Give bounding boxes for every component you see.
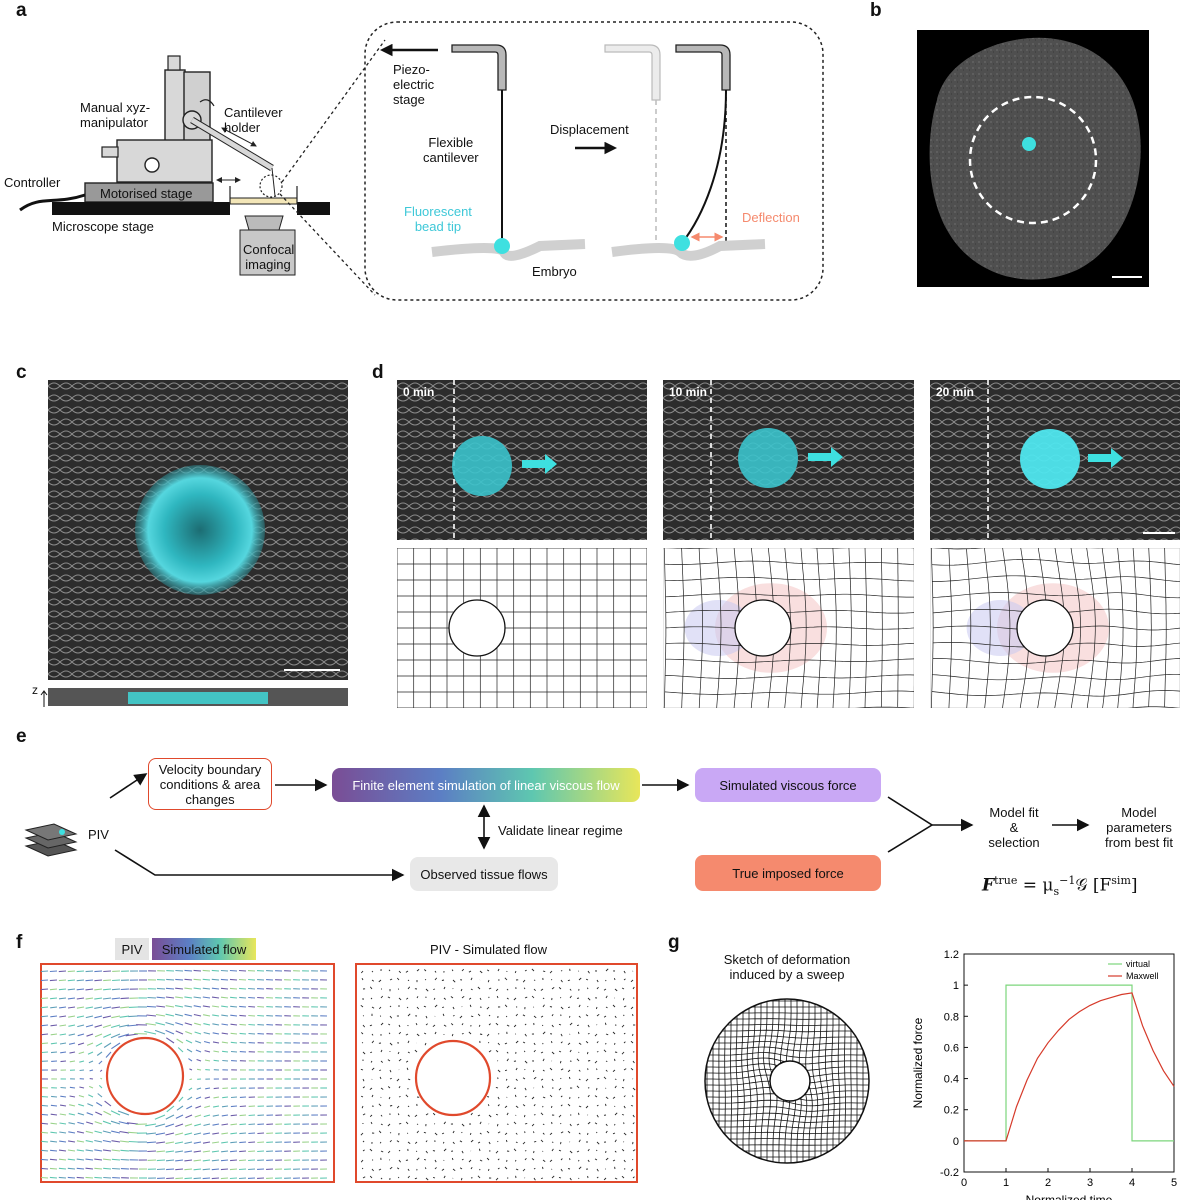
panel-d-grid-0 (397, 548, 647, 708)
observed-flows-box: Observed tissue flows (410, 857, 558, 891)
panel-d-grid-20 (930, 548, 1180, 708)
y-tick-label: 0.6 (944, 1042, 959, 1054)
legend-piv: PIV (115, 938, 149, 960)
simulated-force-box: Simulated viscous force (695, 768, 881, 802)
microscope-stage-label: Microscope stage (52, 219, 154, 234)
motorised-stage-label: Motorised stage (100, 186, 193, 201)
eq-sup-true: true (994, 874, 1018, 887)
velocity-boundary-box: Velocity boundary conditions & area chan… (148, 758, 272, 810)
eq-sup-sim: sim (1111, 874, 1131, 887)
panel-d-frame-20: 20 min (930, 380, 1180, 540)
series-line-maxwell (964, 992, 1175, 1142)
time-label-20: 20 min (936, 385, 975, 399)
panel-label-a: a (16, 0, 27, 21)
x-tick-label: 5 (1171, 1177, 1177, 1189)
piv-label: PIV (88, 827, 109, 842)
chart-frame (963, 953, 1175, 1173)
y-tick-label: -0.2 (940, 1167, 959, 1179)
sketch-title: Sketch of deformation induced by a sweep (723, 952, 851, 982)
panel-f-right-title: PIV - Simulated flow (430, 942, 548, 957)
panel-label-g: g (668, 932, 680, 953)
time-label-0: 0 min (403, 385, 435, 399)
true-force-box: True imposed force (695, 855, 881, 891)
validate-linear-label: Validate linear regime (498, 823, 623, 838)
y-tick-label: 0.2 (944, 1105, 959, 1117)
equation: Ftrue = μs−1𝒢 [Fsim] (982, 874, 1138, 898)
panel-e-arrows (24, 773, 1090, 882)
time-label-10: 10 min (669, 385, 708, 399)
y-tick-label: 1.2 (944, 949, 959, 961)
eq-f-true: F (982, 875, 995, 896)
deformation-sketch (704, 998, 870, 1164)
panel-c-micrograph (48, 380, 348, 680)
eq-g: 𝒢 [F (1075, 875, 1112, 896)
controller-label: Controller (4, 175, 61, 190)
panel-d-frame-10: 10 min (663, 380, 914, 540)
model-fit-label: Model fit & selection (988, 804, 1040, 850)
y-tick-label: 0.4 (944, 1074, 959, 1086)
y-tick-label: 0 (953, 1136, 959, 1148)
legend-simulated-flow: Simulated flow (152, 938, 256, 960)
panel-label-c: c (16, 362, 27, 383)
y-axis-label: Normalized force (911, 1017, 925, 1108)
panel-label-b: b (870, 0, 882, 21)
fluorescent-label: Fluorescent bead tip (404, 204, 472, 234)
panel-label-d: d (372, 362, 384, 383)
flexible-label: Flexible cantilever (423, 135, 479, 165)
x-tick-label: 0 (961, 1177, 967, 1189)
fem-simulation-box: Finite element simulation of linear visc… (332, 768, 640, 802)
panel-c-z-section (48, 688, 348, 706)
model-params-label: Model parameters from best fit (1105, 804, 1173, 850)
displacement-label: Displacement (550, 122, 629, 137)
eq-sub-s: s (1053, 885, 1060, 899)
deflection-label: Deflection (742, 210, 800, 225)
x-axis-label: Normalized time (1026, 1193, 1113, 1200)
eq-mu: = μ (1017, 875, 1054, 896)
manipulator-label: Manual xyz- manipulator (80, 100, 151, 130)
confocal-label: Confocal imaging (243, 242, 295, 272)
embryo-label: Embryo (532, 264, 577, 279)
panel-label-e: e (16, 726, 27, 747)
panel-b-micrograph (917, 30, 1149, 287)
x-tick-label: 1 (1003, 1177, 1009, 1189)
eq-end: ] (1130, 875, 1138, 896)
panel-label-f: f (16, 932, 23, 953)
panel-d-grid-10 (663, 548, 914, 708)
piezo-label: Piezo- electric stage (393, 62, 435, 107)
x-tick-label: 3 (1087, 1177, 1093, 1189)
x-tick-label: 4 (1129, 1177, 1135, 1189)
panel-f-diff-field (355, 963, 638, 1183)
panel-d-frame-0: 0 min (397, 380, 647, 540)
cantilever-holder-label: Cantilever holder (224, 105, 283, 135)
panel-a-schematic (19, 21, 824, 301)
legend-label-maxwell: Maxwell (1126, 971, 1159, 981)
z-axis-label: z (32, 683, 38, 697)
legend-label-virtual: virtual (1126, 959, 1150, 969)
y-tick-label: 1 (953, 980, 959, 992)
eq-exp: −1 (1059, 874, 1076, 887)
y-tick-label: 0.8 (944, 1011, 959, 1023)
panel-f-piv-field (40, 963, 335, 1183)
z-axis-arrow (40, 690, 48, 707)
x-tick-label: 2 (1045, 1177, 1051, 1189)
